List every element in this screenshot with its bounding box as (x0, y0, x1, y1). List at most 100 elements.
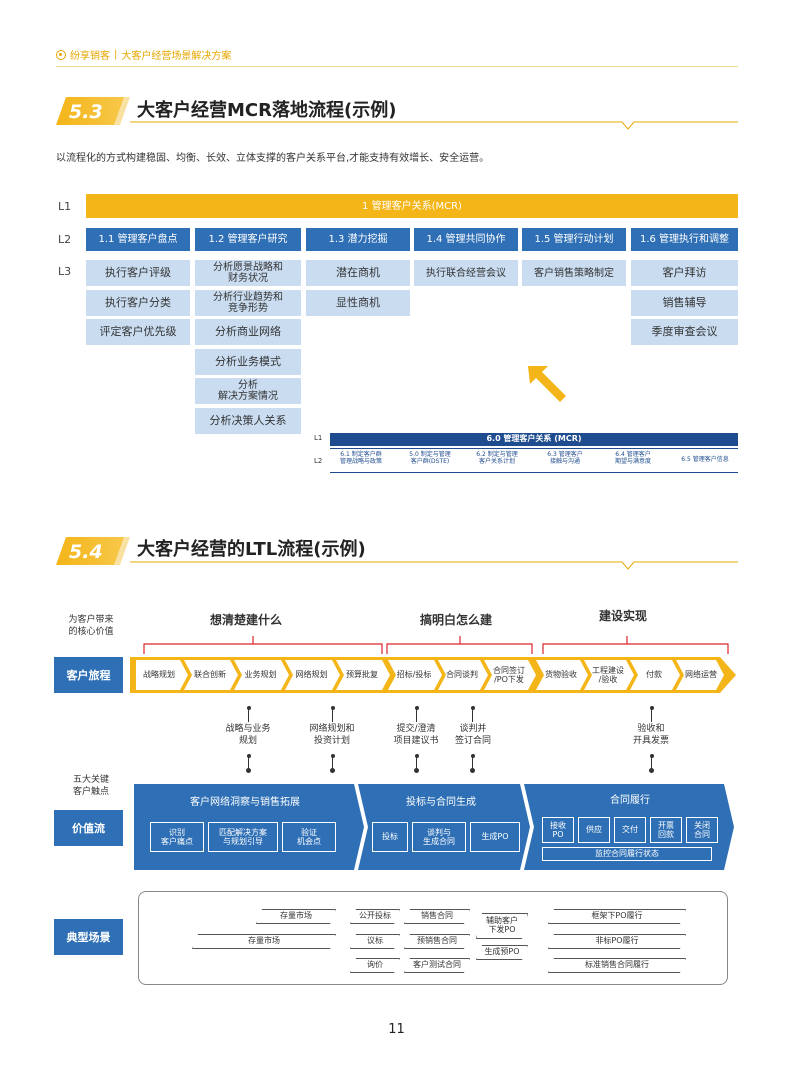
vs-step: 生成PO (470, 822, 520, 852)
mini-item: 6.5 管理客户信息 (681, 456, 729, 463)
journey-step: 货物验收 (545, 670, 577, 680)
mini-item: 6.1 制定客户群 管理战略与政策 (339, 451, 382, 465)
touch-dot (470, 768, 475, 773)
page-header: 纷享销客 | 大客户经营场景解决方案 (56, 47, 231, 62)
phase-brackets (143, 636, 729, 654)
touch-point: 谈判并 签订合同 (454, 724, 491, 746)
brand-name: 纷享销客 (70, 51, 110, 62)
phase-title: 想清楚建什么 (210, 613, 283, 627)
header-rule (56, 66, 738, 67)
l3-item: 分析 解决方案情况 (195, 378, 301, 404)
journey-step: 网络运营 (685, 670, 717, 680)
journey-band (130, 657, 736, 693)
journey-step: 付款 (646, 670, 662, 680)
touch-dot (414, 768, 419, 773)
vs-step: 匹配解决方案 与规划引导 (208, 822, 278, 852)
l1-bar: 1 管理客户关系(MCR) (86, 194, 738, 218)
l3-item: 分析业务模式 (195, 349, 301, 375)
journey-step: 战略规划 (143, 670, 175, 680)
value-stream-title: 投标与合同生成 (406, 797, 476, 808)
l3-item: 执行联合经营会议 (414, 260, 518, 286)
touch-pin (470, 754, 475, 770)
l3-item: 客户拜访 (631, 260, 738, 286)
vs-monitor-bar: 监控合同履行状态 (542, 847, 712, 861)
l3-item: 分析行业趋势和 竞争形势 (195, 290, 301, 316)
mini-item: 5.0 制定与管理 客户群(DSTE) (409, 451, 451, 465)
journey-step: 联合创新 (194, 670, 226, 680)
l3-item: 潜在商机 (306, 260, 410, 286)
journey-step: 招标/投标 (396, 670, 432, 680)
scene-item: 客户测试合同 (404, 958, 470, 973)
l2-item: 1.1 管理客户盘点 (86, 228, 190, 251)
core-value-label: 为客户带来 的核心价值 (68, 615, 114, 637)
l3-item: 分析商业网络 (195, 319, 301, 345)
touch-dot (246, 768, 251, 773)
scene-item: 公开投标 (350, 909, 400, 924)
mini-rule (330, 472, 738, 473)
touch-point: 网络规划和 投资计划 (309, 724, 355, 746)
value-stream-label: 价值流 (54, 810, 123, 846)
level-l3: L3 (58, 265, 72, 278)
scene-item: 销售合同 (404, 909, 470, 924)
page-number: 11 (388, 1022, 405, 1037)
scene-item: 辅助客户 下发PO (476, 913, 528, 939)
touch-point: 验收和 开具发票 (632, 724, 669, 746)
touch-pin (330, 754, 335, 770)
touch-pin (649, 706, 654, 722)
value-stream-title: 合同履行 (610, 795, 650, 806)
vs-step: 投标 (372, 822, 408, 852)
journey-step: 工程建设 /验收 (592, 665, 624, 684)
touch-point: 提交/澄清 项目建议书 (393, 724, 439, 746)
arrow-icon (528, 366, 566, 402)
scene-item: 存量市场 (192, 934, 336, 949)
l3-item: 销售辅导 (631, 290, 738, 316)
mini-item: 6.4 管理客户 期望与满意度 (614, 451, 651, 465)
section-number: 5.4 (56, 537, 126, 565)
l3-item: 客户销售策略制定 (522, 260, 626, 286)
touch-pin (246, 706, 251, 722)
scene-item: 存量市场 (256, 909, 336, 924)
scene-item: 询价 (350, 958, 400, 973)
section-title: 大客户经营MCR落地流程(示例) (137, 100, 397, 121)
touch-dot (649, 768, 654, 773)
l3-item: 执行客户分类 (86, 290, 190, 316)
vs-step: 验证 机会点 (282, 822, 336, 852)
header-title: 大客户经营场景解决方案 (121, 51, 232, 62)
section-title: 大客户经营的LTL流程(示例) (137, 539, 366, 560)
scene-label: 典型场景 (54, 919, 123, 955)
l2-item: 1.5 管理行动计划 (522, 228, 626, 251)
touch-pin (649, 754, 654, 770)
vs-step: 谈判与 生成合同 (412, 822, 466, 852)
value-stream-title: 客户网络洞察与销售拓展 (190, 797, 300, 808)
mini-item: 6.3 管理客户 接触与沟通 (547, 451, 583, 465)
phase-title: 搞明白怎么建 (420, 613, 493, 627)
vs-step: 开票 回款 (650, 817, 682, 843)
vs-step: 接收 PO (542, 817, 574, 843)
journey-step: 业务规划 (244, 670, 277, 680)
l2-item: 1.2 管理客户研究 (195, 228, 301, 251)
l3-item: 执行客户评级 (86, 260, 190, 286)
touch-label: 五大关键 客户触点 (72, 775, 109, 797)
l3-item: 分析决策人关系 (195, 408, 301, 434)
mini-l1: L1 (314, 434, 323, 442)
touch-dot (330, 768, 335, 773)
value-stream-band (134, 784, 734, 870)
section-number: 5.3 (56, 97, 126, 125)
section-rule (130, 121, 738, 130)
mini-item: 6.2 制定与管理 客户关系计划 (476, 451, 518, 465)
mini-rule (330, 448, 738, 449)
vs-step: 交付 (614, 817, 646, 843)
level-l1: L1 (58, 200, 72, 213)
l2-item: 1.4 管理共同协作 (414, 228, 518, 251)
target-icon (56, 49, 66, 60)
l3-item: 分析愿景战略和 财务状况 (195, 260, 301, 286)
l3-item: 评定客户优先级 (86, 319, 190, 345)
l2-item: 1.6 管理执行和调整 (631, 228, 738, 251)
customer-journey-label: 客户旅程 (54, 657, 123, 693)
journey-step: 合同签订 /PO下发 (493, 665, 525, 684)
scene-item: 标准销售合同履行 (548, 958, 686, 973)
touch-pin (470, 706, 475, 722)
vs-step: 识别 客户痛点 (150, 822, 204, 852)
scene-item: 议标 (350, 934, 400, 949)
scene-item: 预销售合同 (404, 934, 470, 949)
